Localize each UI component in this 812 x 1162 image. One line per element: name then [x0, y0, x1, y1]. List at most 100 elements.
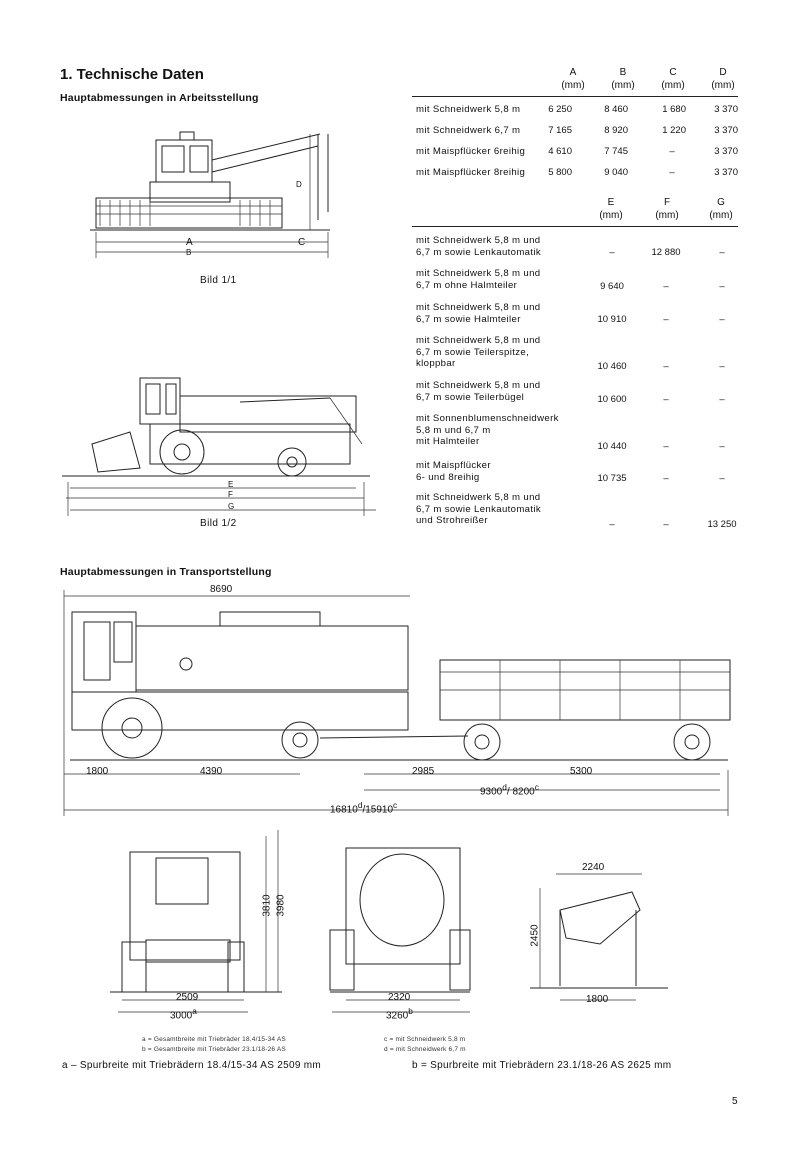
dim-front-overhang: 1800 [86, 766, 109, 777]
table1-cell: 4 610 [548, 146, 572, 157]
table1-row-label: mit Maispflücker 8reihig [416, 167, 526, 178]
dim-wheelbase: 4390 [200, 766, 223, 777]
table2-cell: – [719, 247, 725, 258]
dim-label-a: A [186, 237, 193, 248]
table2-cell: 10 910 [597, 314, 627, 325]
table2-header-f: F(mm) [655, 197, 679, 221]
dim-width-4: 3260b [386, 1006, 413, 1022]
table1-row-label: mit Maispflücker 6reihig [416, 146, 526, 157]
combine-side-view-drawing [62, 377, 376, 516]
page-number: 5 [732, 1096, 738, 1107]
table1-cell: 3 370 [714, 167, 738, 178]
table2-cell: – [663, 281, 669, 292]
table2-row-label: mit Schneidwerk 5,8 m und 6,7 m sowie Te… [416, 335, 541, 369]
table2-row-label: mit Sonnenblumenschneidwerk 5,8 m und 6,… [416, 413, 559, 447]
table2-cell: 9 640 [600, 281, 624, 292]
subheading-working-position: Hauptabmessungen in Arbeitsstellung [60, 92, 259, 104]
table2-cell: – [719, 473, 725, 484]
table1-cell: 8 920 [604, 125, 628, 136]
table1-cell: 6 250 [548, 104, 572, 115]
dim-trailer-total: 9300d/ 8200c [480, 782, 539, 798]
table2-cell: – [663, 361, 669, 372]
table2-cell: 10 440 [597, 441, 627, 452]
dim-label-e: E [228, 480, 234, 489]
table2-row-label: mit Schneidwerk 5,8 m und 6,7 m sowie Te… [416, 380, 541, 403]
dim-height-2: 3980 [275, 894, 287, 917]
dim-label-d: D [296, 180, 302, 189]
transport-view-drawing [63, 590, 731, 816]
table1-header-b: B(mm) [611, 67, 635, 91]
table1-cell: 5 800 [548, 167, 572, 178]
table2-cell: – [663, 519, 669, 530]
table2-cell: – [719, 361, 725, 372]
table1-cell: 9 040 [604, 167, 628, 178]
dim-label-c: C [298, 237, 306, 248]
table1-row-label: mit Schneidwerk 6,7 m [416, 125, 521, 136]
table2-cell: 10 735 [597, 473, 627, 484]
figure-caption-1: Bild 1/1 [200, 275, 237, 286]
table2-cell: 12 880 [651, 247, 681, 258]
table1-cell: 3 370 [714, 125, 738, 136]
table2-header-e: E(mm) [599, 197, 623, 221]
table2-cell: – [663, 441, 669, 452]
table1-header-c: C(mm) [661, 67, 685, 91]
dim-total-machine: 8690 [210, 584, 233, 595]
dim-label-f: F [228, 490, 233, 499]
footnote-b: b = Spurbreite mit Triebrädern 23.1/18-2… [412, 1060, 672, 1071]
dim-width-1: 2509 [176, 992, 199, 1003]
table1-row-label: mit Schneidwerk 5,8 m [416, 104, 521, 115]
figure-caption-2: Bild 1/2 [200, 518, 237, 529]
legend-d: d = mit Schneidwerk 6,7 m [384, 1046, 466, 1053]
table1-rule [412, 96, 738, 97]
table1-header-d: D(mm) [711, 67, 735, 91]
dim-header-base: 1800 [586, 994, 609, 1005]
table2-cell: 10 460 [597, 361, 627, 372]
table1-cell: 1 680 [662, 104, 686, 115]
table2-cell: 13 250 [707, 519, 737, 530]
table1-cell: 8 460 [604, 104, 628, 115]
legend-c: c = mit Schneidwerk 5,8 m [384, 1036, 466, 1043]
table2-row-label: mit Schneidwerk 5,8 m und 6,7 m sowie Le… [416, 235, 541, 258]
dim-label-g: G [228, 502, 235, 511]
table1-cell: – [669, 146, 675, 157]
table2-cell: – [719, 314, 725, 325]
footnote-a: a – Spurbreite mit Triebrädern 18.4/15-3… [62, 1060, 322, 1071]
section-heading: 1. Technische Daten [60, 66, 204, 83]
dim-label-b: B [186, 248, 192, 257]
dim-header-width: 2240 [582, 862, 605, 873]
dim-height-1: 3810 [261, 894, 273, 917]
dim-overall: 16810d/15910c [330, 800, 398, 816]
table2-cell: 10 600 [597, 394, 627, 405]
dim-trailer: 5300 [570, 766, 593, 777]
table2-cell: – [663, 473, 669, 484]
table2-cell: – [719, 281, 725, 292]
table2-cell: – [719, 441, 725, 452]
legend-a: a = Gesamtbreite mit Triebräder 18.4/15-… [142, 1036, 286, 1043]
table2-cell: – [719, 394, 725, 405]
front-views-drawing [110, 830, 668, 1013]
dim-header-height: 2450 [529, 924, 541, 947]
subheading-transport-position: Hauptabmessungen in Transportstellung [60, 566, 272, 578]
legend-b: b = Gesamtbreite mit Triebräder 23.1/18-… [142, 1046, 286, 1053]
table2-row-label: mit Maispflücker 6- und 8reihig [416, 460, 491, 483]
table2-cell: – [663, 394, 669, 405]
table2-row-label: mit Schneidwerk 5,8 m und 6,7 m sowie Ha… [416, 302, 541, 325]
table2-row-label: mit Schneidwerk 5,8 m und 6,7 m sowie Le… [416, 492, 541, 526]
table1-cell: 7 745 [604, 146, 628, 157]
combine-front-view-drawing [90, 131, 330, 258]
table1-cell: 7 165 [548, 125, 572, 136]
table2-row-label: mit Schneidwerk 5,8 m und 6,7 m ohne Hal… [416, 268, 541, 291]
table1-cell: 3 370 [714, 104, 738, 115]
table2-header-g: G(mm) [709, 197, 733, 221]
table1-cell: – [669, 167, 675, 178]
table1-cell: 3 370 [714, 146, 738, 157]
table1-header-a: A(mm) [561, 67, 585, 91]
table2-rule [412, 226, 738, 227]
table1-cell: 1 220 [662, 125, 686, 136]
table2-cell: – [609, 247, 615, 258]
dim-width-3: 2320 [388, 992, 411, 1003]
dim-drawbar: 2985 [412, 766, 435, 777]
dim-width-2: 3000a [170, 1006, 197, 1022]
table2-cell: – [609, 519, 615, 530]
